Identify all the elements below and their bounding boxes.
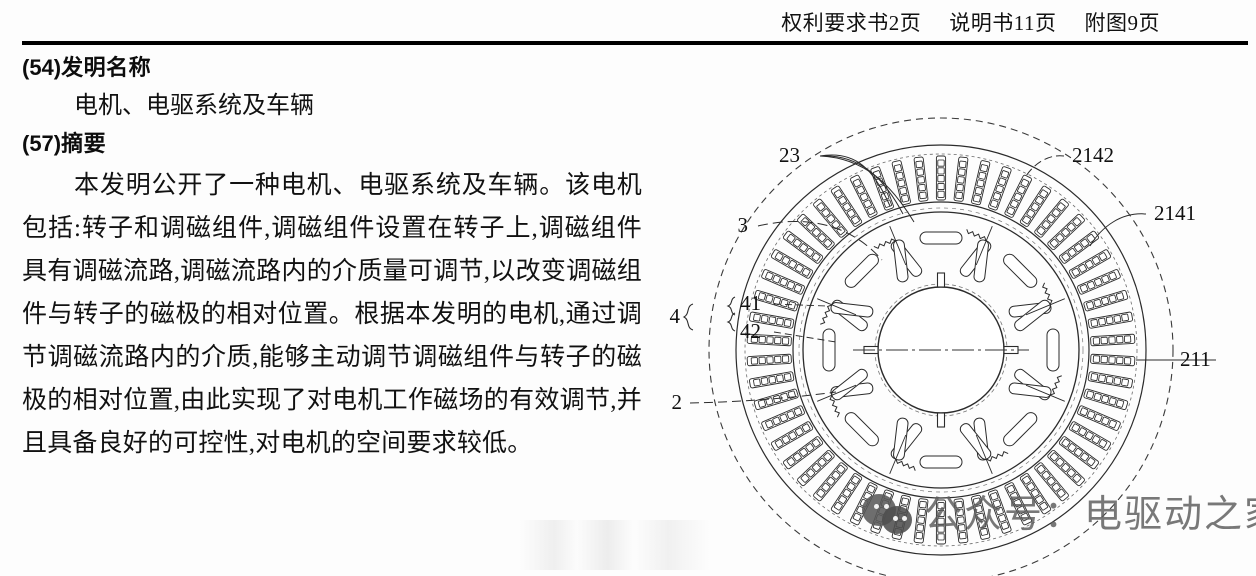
- hub-key-notch: [936, 412, 946, 428]
- leader-3: [757, 220, 883, 261]
- rotor-outer-magnet: [1046, 328, 1060, 372]
- ref-label-23: 23: [779, 143, 800, 167]
- rotor-outer-magnet: [919, 455, 963, 469]
- ref-label-2141: 2141: [1154, 201, 1196, 225]
- flux-channel-line: [975, 434, 993, 474]
- abstract-body: 本发明公开了一种电机、电驱系统及车辆。该电机包括:转子和调磁组件,调磁组件设置在…: [22, 162, 660, 465]
- flux-channel-line: [1025, 384, 1065, 402]
- air-gap-circle: [798, 207, 1084, 493]
- figure-svg: 23 3 4 41 42 2 2: [670, 117, 1216, 576]
- abstract-paragraph: 本发明公开了一种电机、电驱系统及车辆。该电机包括:转子和调磁组件,调磁组件设置在…: [22, 172, 642, 457]
- rotor-outer-edge: [802, 211, 1080, 489]
- rotor-magnet-bar: [829, 301, 874, 319]
- rotor-outer-magnet: [844, 412, 879, 447]
- rotor-outer-magnet: [919, 231, 963, 245]
- rotor-outer-magnet: [822, 328, 836, 372]
- flux-coil-element: [1049, 373, 1063, 397]
- ref-label-42: 42: [740, 319, 761, 343]
- figure-drawing-group: 23 3 4 41 42 2 2: [670, 117, 1216, 576]
- ref-label-3: 3: [738, 213, 749, 237]
- ref-label-41: 41: [740, 291, 761, 315]
- flux-channel-line: [889, 434, 907, 474]
- rotor-outer-magnet: [1003, 253, 1038, 288]
- flux-channel-line: [817, 384, 857, 402]
- stator-bore: [792, 201, 1090, 499]
- flux-channel-line: [1025, 298, 1065, 316]
- invention-title-value: 电机、电驱系统及车辆: [74, 93, 314, 119]
- ref-label-211: 211: [1180, 347, 1211, 371]
- ref-label-2142: 2142: [1072, 143, 1114, 167]
- rotor-magnet-bar: [1008, 381, 1053, 399]
- leader-2: [689, 391, 837, 404]
- invention-title-code: (54): [22, 55, 62, 80]
- rotor-magnet-bar: [892, 238, 910, 283]
- leader-23: [819, 154, 915, 223]
- leader-41: [773, 303, 827, 307]
- stator-outer-boundary: [708, 117, 1174, 576]
- leader-2142: [1025, 155, 1065, 177]
- header-divider-rule: [22, 41, 1248, 45]
- motor-cross-section-figure: 23 3 4 41 42 2 2: [660, 110, 1256, 576]
- flux-coil-element: [894, 458, 918, 472]
- flux-coil-element: [819, 303, 833, 327]
- flux-coil-element: [964, 228, 988, 242]
- bracket-4: [682, 296, 736, 332]
- invention-title-heading: (54)发明名称: [22, 50, 660, 86]
- header-description-pages: 说明书11页: [949, 11, 1057, 35]
- invention-title-heading-label: 发明名称: [61, 55, 152, 80]
- rotor-magnet-bar: [892, 417, 910, 462]
- flux-adjusting-elements: [817, 226, 1065, 474]
- flux-channel-line: [889, 226, 907, 266]
- ref-label-2: 2: [672, 390, 683, 414]
- header-claims-pages: 权利要求书2页: [781, 11, 922, 35]
- flux-channel-line: [817, 298, 857, 316]
- abstract-heading: (57)摘要: [22, 126, 660, 162]
- rotor-magnet-bar: [972, 238, 990, 283]
- hub-key-notch: [936, 272, 946, 288]
- abstract-heading-label: 摘要: [61, 131, 107, 156]
- flux-channel-line: [975, 226, 993, 266]
- leader-2141: [1089, 213, 1147, 247]
- page-header: 权利要求书2页 说明书11页 附图9页: [0, 6, 1256, 38]
- rotor-outer-magnet: [1003, 412, 1038, 447]
- header-drawings-pages: 附图9页: [1084, 11, 1160, 35]
- rotor-magnet-group: [822, 231, 1060, 469]
- rotor-outer-magnet: [844, 253, 879, 288]
- abstract-text-column: (54)发明名称 电机、电驱系统及车辆 (57)摘要 本发明公开了一种电机、电驱…: [0, 50, 660, 576]
- stator-yoke-outer: [735, 144, 1147, 556]
- ref-label-4: 4: [670, 304, 681, 328]
- abstract-code: (57): [22, 131, 62, 156]
- stator-yoke-inner: [744, 153, 1138, 547]
